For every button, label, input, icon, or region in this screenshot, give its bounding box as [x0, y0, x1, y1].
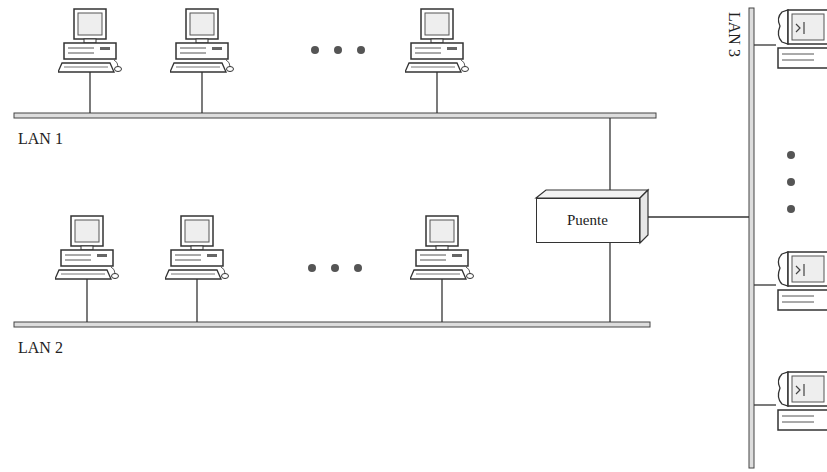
lan-label: LAN 3: [726, 12, 742, 57]
bridge-label: Puente: [567, 213, 608, 228]
bridge-box: Puente: [536, 198, 640, 243]
lan-label: LAN 2: [18, 340, 63, 356]
lan-label: LAN 1: [18, 131, 63, 147]
